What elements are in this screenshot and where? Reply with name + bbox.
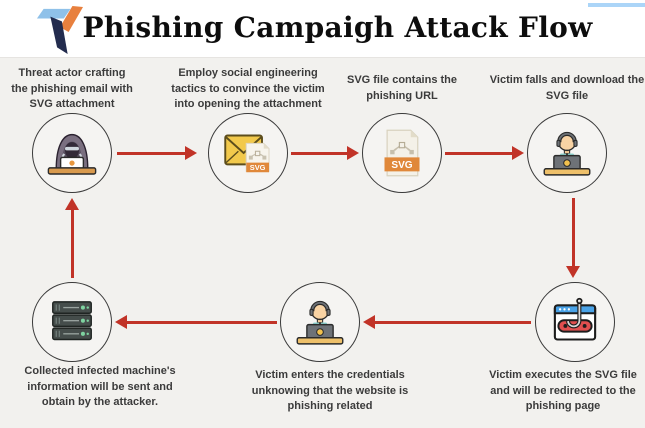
node-social-engineering: SVG — [208, 113, 288, 193]
step-label-threat-actor: Threat actor crafting the phishing email… — [11, 67, 133, 111]
node-svg-file: SVG — [362, 113, 442, 193]
node-enters-credentials — [280, 282, 360, 362]
node-threat-actor — [32, 113, 112, 193]
arrow-step1-to-step2 — [117, 146, 197, 160]
step-label-victim-downloads: Victim falls and download the SVG file — [489, 74, 645, 102]
svg-badge-text: SVG — [391, 160, 412, 171]
page-title: Phishing Campaigh Attack Flow — [82, 11, 593, 44]
arrow-step2-to-step3 — [291, 146, 359, 160]
phishing-browser-icon — [553, 297, 597, 341]
node-data-collected — [32, 282, 112, 362]
arrow-step6-to-step7 — [115, 315, 277, 329]
svg-badge-text: SVG — [250, 163, 266, 172]
step-label-victim-executes: Victim executes the SVG file and will be… — [489, 369, 637, 413]
v-logo-icon — [36, 6, 83, 55]
victim-at-laptop-icon — [543, 131, 591, 176]
step-label-social-eng: Employ social engineering tactics to con… — [171, 67, 325, 111]
email-with-svg-attachment-icon: SVG — [224, 134, 270, 173]
step-label-enters-credentials: Victim enters the credentials unknowing … — [251, 369, 409, 413]
arrow-step3-to-step4 — [445, 146, 524, 160]
step-label-data-collected: Collected infected machine's information… — [24, 365, 176, 409]
server-stack-icon — [52, 301, 92, 341]
hacker-at-laptop-icon — [47, 133, 97, 175]
arrow-step4-to-step5 — [566, 198, 580, 278]
arrow-step7-to-step1 — [65, 198, 79, 278]
svg-file-icon: SVG — [384, 129, 420, 177]
step-label-svg-url: SVG file contains the phishing URL — [346, 74, 458, 102]
node-victim-executes — [535, 282, 615, 362]
node-victim-downloads — [527, 113, 607, 193]
victim-at-laptop-icon — [296, 300, 344, 345]
top-edge-strip — [588, 3, 645, 7]
arrow-step5-to-step6 — [363, 315, 531, 329]
header-bar: Phishing Campaigh Attack Flow — [0, 0, 645, 58]
